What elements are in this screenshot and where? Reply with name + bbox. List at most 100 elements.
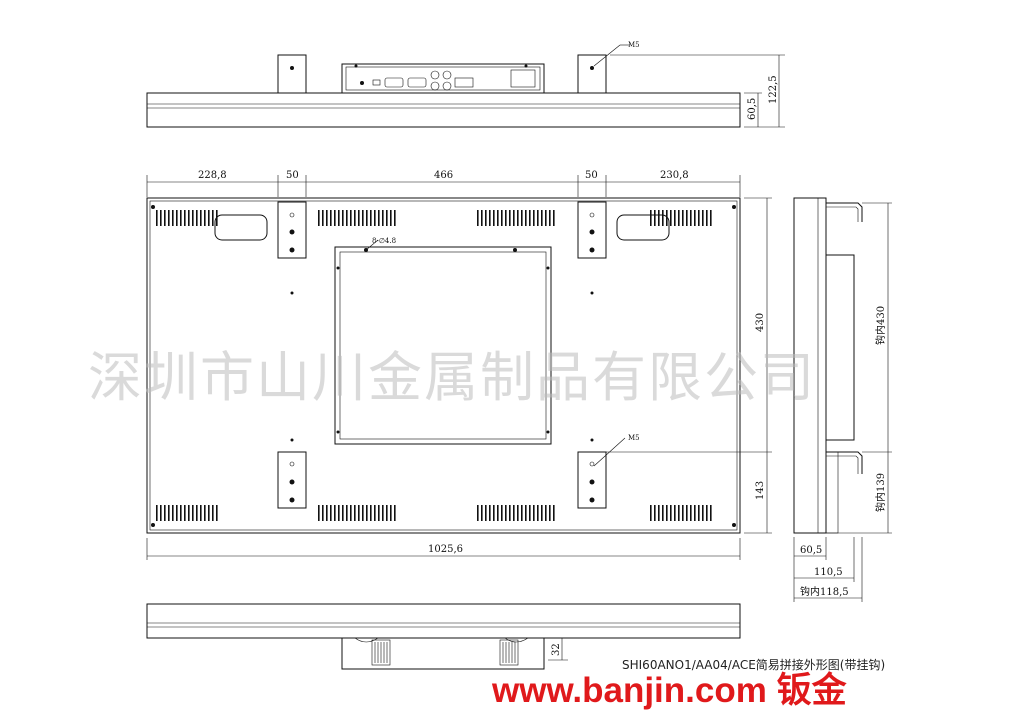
vent-slot [382,505,384,521]
vent-slot [374,505,376,521]
top-view: M5 60,5 122,5 [146,41,785,128]
vent-slot [216,210,218,226]
vent-slot [362,210,364,226]
vent-slot [358,505,360,521]
vent-slot [350,505,352,521]
vent-slot [678,505,680,521]
vent-slot [156,505,158,521]
vent-slot [706,505,708,521]
vent-slot [330,505,332,521]
vent-slot [650,505,652,521]
vent-slot [682,505,684,521]
vent-slot [386,210,388,226]
vent-slot [549,505,551,521]
vent-slot [517,210,519,226]
vent-slot [521,210,523,226]
vent-slot [346,210,348,226]
dim-lower: 143 [755,481,766,500]
vent-slot [188,505,190,521]
vent-slot [501,210,503,226]
vent-slot [497,505,499,521]
vent-slot [481,505,483,521]
vent-slot [513,210,515,226]
dim-32: 32 [551,643,562,656]
vent-slot [216,505,218,521]
vent-slot [378,210,380,226]
vent-slot [529,210,531,226]
vent-slot [164,210,166,226]
vent-slot [354,505,356,521]
vent-slot [180,210,182,226]
dim-width: 1025,6 [428,544,463,555]
vent-slot [212,505,214,521]
dim-hook-118-5: 钩内118,5 [800,585,849,598]
bottom-view: 32 [146,603,741,670]
vent-slot [390,505,392,521]
vent-slot [196,210,198,226]
heatsink-left [371,639,391,666]
vent-slot [168,505,170,521]
vent-slot [533,505,535,521]
vent-slot [662,210,664,226]
vent-slot [489,505,491,521]
vent-slot [537,505,539,521]
vent-slot [509,210,511,226]
vent-slot [670,210,672,226]
vent-slot [184,505,186,521]
vent-slot [666,210,668,226]
top-dim-frame-depth: 60,5 [747,98,758,120]
vent-slot [192,210,194,226]
vent-slot [485,210,487,226]
vent-slot [370,210,372,226]
vent-slot [698,210,700,226]
vent-slot [326,505,328,521]
vent-slot [322,505,324,521]
vent-slot [370,505,372,521]
vent-slot [208,210,210,226]
vent-slot [481,210,483,226]
dim-60-5: 60,5 [800,545,822,556]
dim-hook-430: 钩内430 [874,306,887,345]
vent-slot [342,505,344,521]
side-view: 钩内430 钩内139 60,5 110,5 钩内118,5 [793,197,892,602]
vent-slot [513,505,515,521]
vent-slot [184,210,186,226]
vent-slot [204,210,206,226]
vent-slot [188,210,190,226]
vent-slot [658,210,660,226]
top-screw-label: M5 [628,41,640,49]
vent-slot [694,210,696,226]
vent-slot [180,505,182,521]
vent-slot [686,210,688,226]
vent-slot [382,210,384,226]
vent-slot [658,505,660,521]
dim-top-2: 466 [434,170,453,181]
vent-slot [674,210,676,226]
company-watermark: 深圳市山川金属制品有限公司 [88,346,816,409]
vent-slot [521,505,523,521]
vent-slot [172,505,174,521]
vent-slot [533,210,535,226]
vent-slot [537,210,539,226]
vent-slot [322,210,324,226]
vent-slot [493,210,495,226]
vent-slot [694,505,696,521]
vent-slot [706,210,708,226]
vent-slot [164,505,166,521]
vent-slot [489,210,491,226]
vent-slot [204,505,206,521]
dim-top-4: 230,8 [660,170,689,181]
vent-slot [168,210,170,226]
dim-top-3: 50 [585,170,598,181]
vent-slot [374,210,376,226]
vent-slot [354,210,356,226]
vent-slot [338,505,340,521]
vent-slot [176,505,178,521]
vent-slot [390,210,392,226]
vent-slot [176,210,178,226]
vent-slot [662,505,664,521]
vent-slot [477,210,479,226]
vent-slot [172,210,174,226]
vent-slot [362,505,364,521]
